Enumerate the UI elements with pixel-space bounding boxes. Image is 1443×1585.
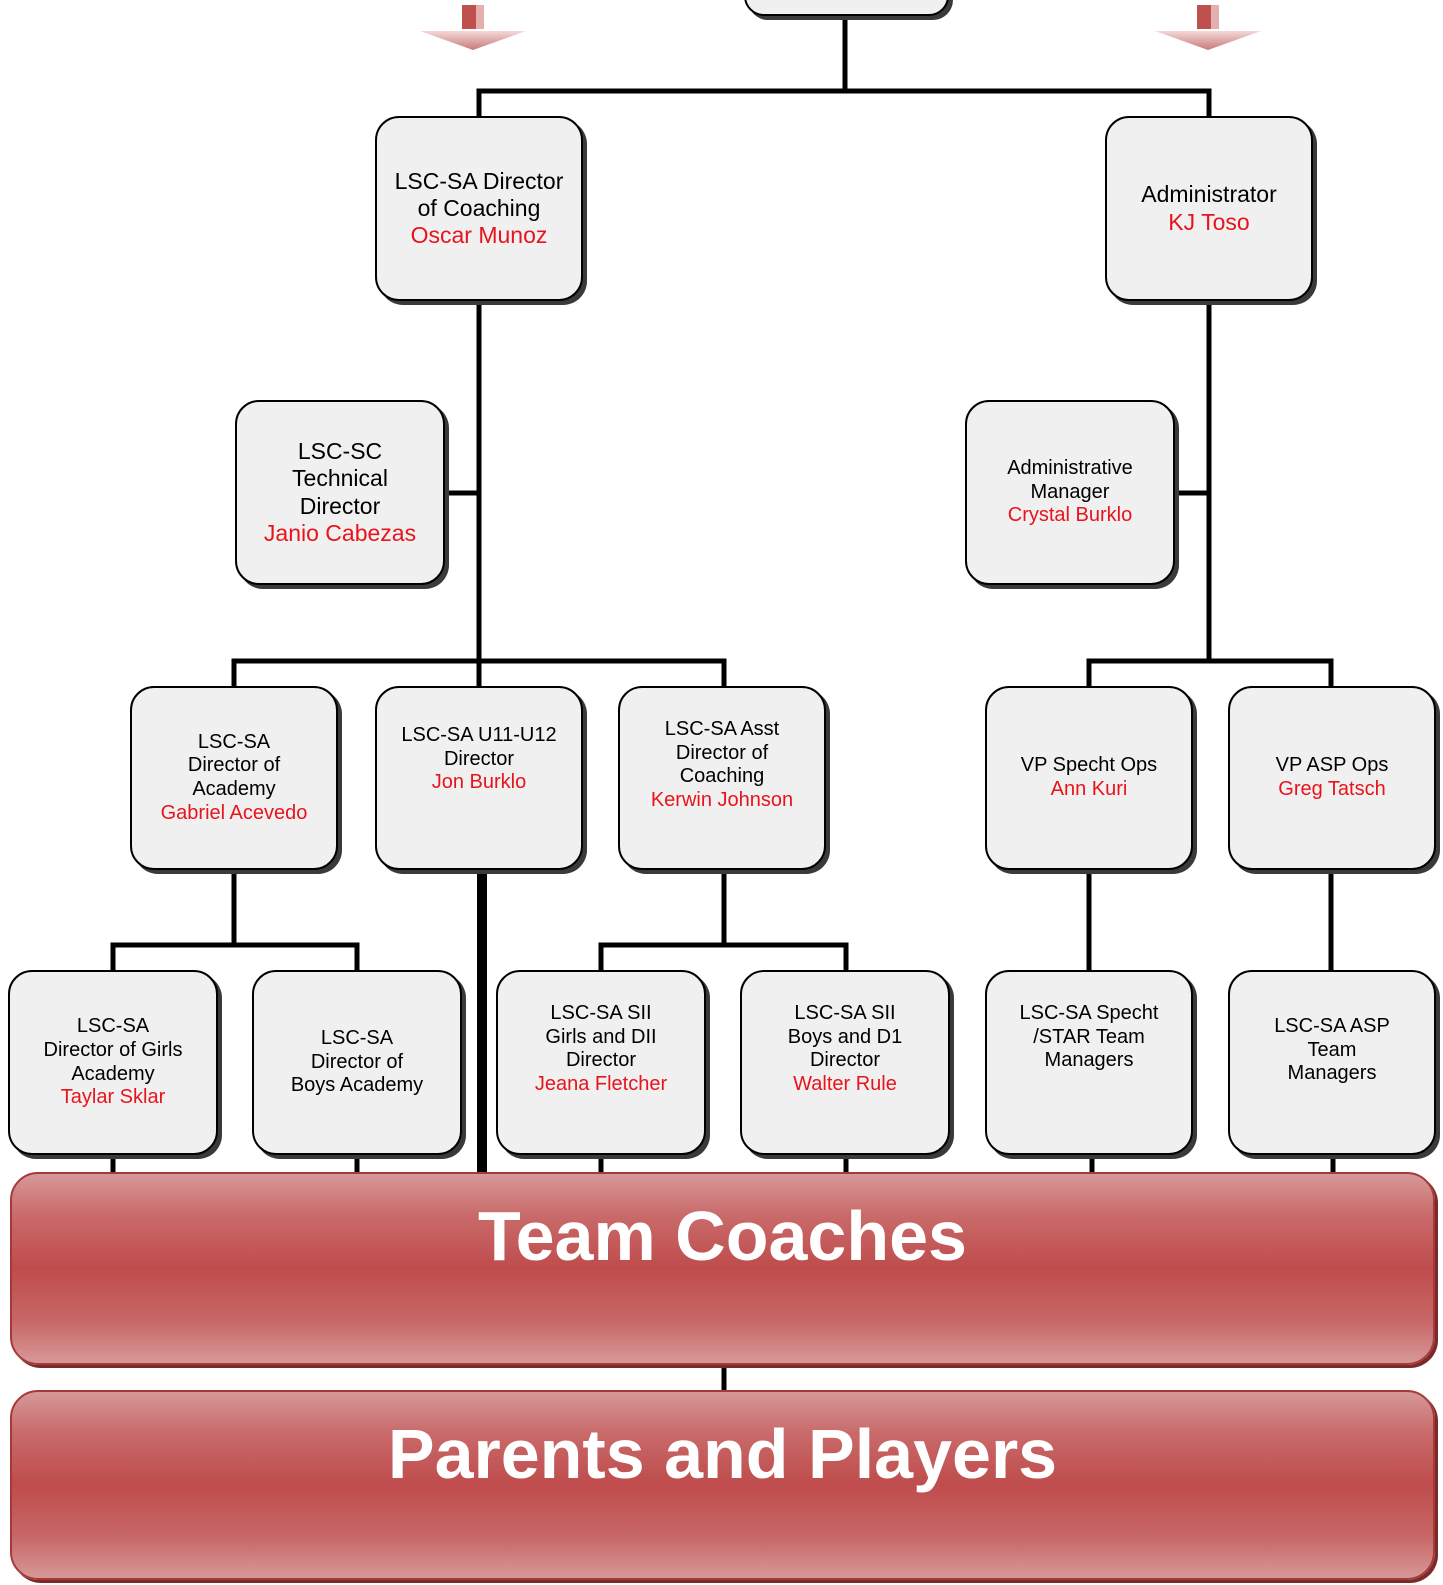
team-coaches-label: Team Coaches — [478, 1197, 967, 1275]
right-down-arrow-icon — [1155, 5, 1261, 50]
node-title: LSC-SC Technical Director — [292, 438, 388, 519]
node-vp-specht-ops: VP Specht Ops Ann Kuri — [985, 686, 1193, 870]
node-title: LSC-SA Director of Boys Academy — [290, 1027, 424, 1097]
node-person: KJ Toso — [1168, 208, 1250, 235]
node-sii-boys-d1-director: LSC-SA SII Boys and D1 Director Walter R… — [740, 970, 950, 1155]
node-title: LSC-SA Asst Director of Coaching — [664, 718, 780, 788]
node-title: VP ASP Ops — [1275, 754, 1389, 777]
node-title: Administrator — [1141, 181, 1277, 208]
team-coaches-band: Team Coaches — [10, 1172, 1435, 1365]
node-asp-team-managers: LSC-SA ASP Team Managers — [1228, 970, 1436, 1155]
node-person: Jeana Fletcher — [534, 1072, 668, 1095]
node-title: Administrative Manager — [1007, 457, 1133, 503]
node-person: Greg Tatsch — [1278, 778, 1386, 800]
node-specht-star-team-managers: LSC-SA Specht /STAR Team Managers — [985, 970, 1193, 1155]
node-title: VP Specht Ops — [1020, 754, 1158, 777]
node-person: Jon Burklo — [431, 771, 527, 794]
node-director-boys-academy: LSC-SA Director of Boys Academy — [252, 970, 462, 1155]
parents-and-players-band: Parents and Players — [10, 1390, 1435, 1580]
node-title: LSC-SA Director of Girls Academy — [43, 1015, 183, 1085]
node-person: Crystal Burklo — [1007, 504, 1133, 527]
node-person: Ann Kuri — [1050, 778, 1128, 800]
node-person: Kerwin Johnson — [650, 788, 794, 811]
node-asst-director-of-coaching: LSC-SA Asst Director of Coaching Kerwin … — [618, 686, 826, 870]
node-administrator: Administrator KJ Toso — [1105, 116, 1313, 301]
node-title: LSC-SA SII Girls and DII Director — [545, 1002, 657, 1072]
node-title: LSC-SA Director of Coaching — [394, 167, 564, 221]
node-person: Janio Cabezas — [263, 519, 417, 546]
node-person: Gabriel Acevedo — [160, 801, 308, 824]
left-down-arrow-icon — [420, 5, 526, 50]
node-person: Walter Rule — [793, 1072, 897, 1095]
node-director-of-coaching: LSC-SA Director of Coaching Oscar Munoz — [375, 116, 583, 301]
node-administrative-manager: Administrative Manager Crystal Burklo — [965, 400, 1175, 585]
node-title: LSC-SA Specht /STAR Team Managers — [1019, 1002, 1159, 1072]
node-sii-girls-dii-director: LSC-SA SII Girls and DII Director Jeana … — [496, 970, 706, 1155]
node-person: Oscar Munoz — [410, 222, 548, 249]
node-title: LSC-SA ASP Team Managers — [1274, 1015, 1390, 1085]
node-title: LSC-SA Director of Academy — [187, 730, 281, 800]
node-u11-u12-director: LSC-SA U11-U12 Director Jon Burklo — [375, 686, 583, 870]
node-director-girls-academy: LSC-SA Director of Girls Academy Taylar … — [8, 970, 218, 1155]
root-box-partial — [744, 0, 949, 16]
node-person: Taylar Sklar — [60, 1086, 166, 1109]
node-technical-director: LSC-SC Technical Director Janio Cabezas — [235, 400, 445, 585]
node-title: LSC-SA SII Boys and D1 Director — [787, 1002, 903, 1072]
node-director-of-academy: LSC-SA Director of Academy Gabriel Aceve… — [130, 686, 338, 870]
node-title: LSC-SA U11-U12 Director — [401, 724, 557, 770]
parents-and-players-label: Parents and Players — [387, 1415, 1058, 1493]
node-vp-asp-ops: VP ASP Ops Greg Tatsch — [1228, 686, 1436, 870]
